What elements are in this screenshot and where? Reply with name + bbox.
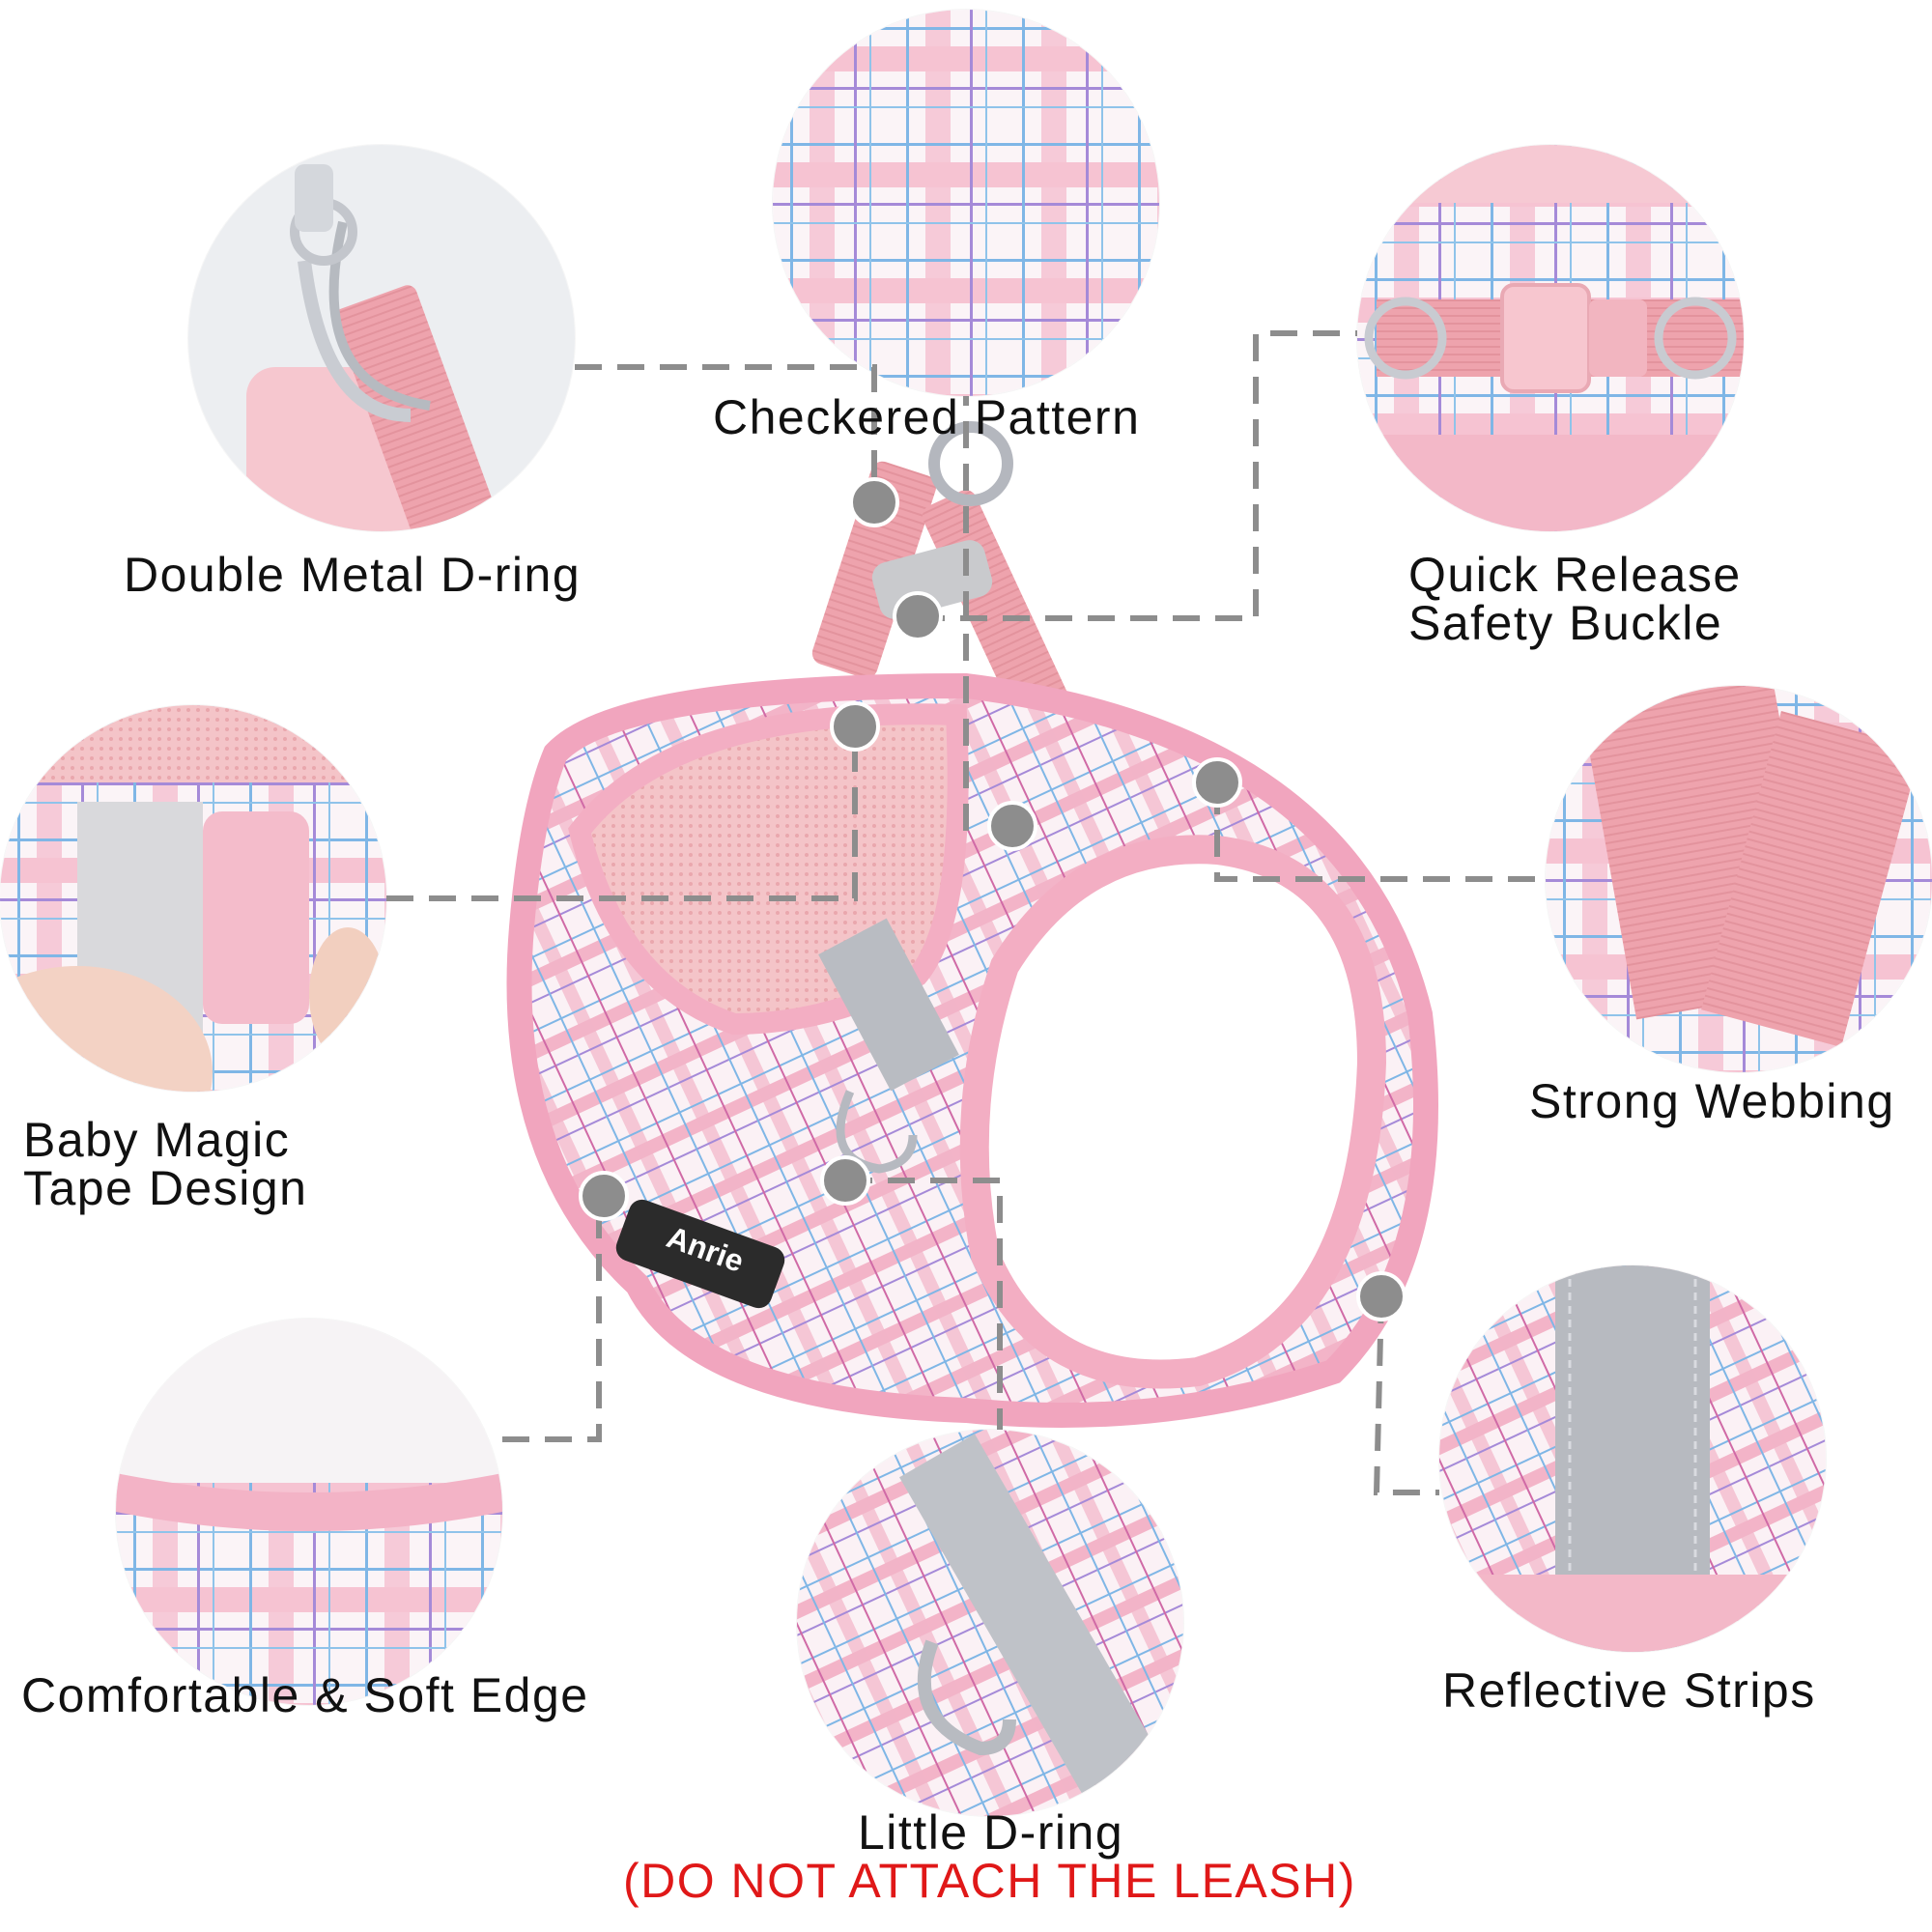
little-d-ring-photo [797,1430,1183,1816]
label-baby-magic-line1: Baby Magic [23,1113,291,1167]
little-d-ring-shape [836,1090,918,1174]
brand-tag-shape [615,1199,785,1309]
label-baby-magic-line2: Tape Design [23,1161,308,1215]
marker-webbing [1192,757,1242,808]
marker-reflective [1356,1271,1406,1321]
marker-magic-tape [830,701,880,752]
label-baby-magic-tape-design: Baby Magic Tape Design [23,1116,307,1212]
connector-lines [386,330,1546,1495]
metal-d-ring [928,421,1013,506]
connector-reflective [1373,1295,1439,1495]
connector-little-d-ring [845,1178,1003,1430]
marker-checkered [987,801,1037,851]
reflective-strip [818,918,959,1092]
connector-soft-edge [502,1198,602,1442]
double-d-ring-photo [188,145,575,531]
leg-opening [959,835,1387,1389]
connector-quick-release [918,330,1357,621]
connector-webbing [1214,787,1546,882]
label-quick-release-line1: Quick Release [1408,548,1742,602]
connector-double-d-ring [575,364,877,502]
label-little-d-ring-warning: (DO NOT ATTACH THE LEASH) [623,1854,1356,1908]
marker-little-d-ring [820,1155,870,1206]
strong-webbing-photo [1546,686,1932,1072]
label-quick-release-safety-buckle: Quick Release Safety Buckle [1408,551,1742,647]
label-double-metal-d-ring: Double Metal D-ring [124,548,582,602]
marker-buckle [893,591,943,641]
connector-magic-tape [386,715,858,901]
label-checkered-pattern: Checkered Pattern [713,390,1141,444]
label-comfortable-soft-edge: Comfortable & Soft Edge [21,1668,589,1722]
feature-markers [579,477,1406,1321]
label-reflective-strips: Reflective Strips [1442,1663,1816,1718]
label-little-d-ring: Little D-ring [858,1805,1124,1860]
checkered-pattern-photo [773,10,1159,396]
marker-soft-edge [579,1171,629,1221]
label-strong-webbing: Strong Webbing [1529,1074,1895,1128]
marker-double-d-ring [849,477,899,527]
soft-edge-photo [116,1319,502,1705]
label-quick-release-line2: Safety Buckle [1408,596,1723,650]
quick-release-buckle-photo [1357,145,1744,531]
